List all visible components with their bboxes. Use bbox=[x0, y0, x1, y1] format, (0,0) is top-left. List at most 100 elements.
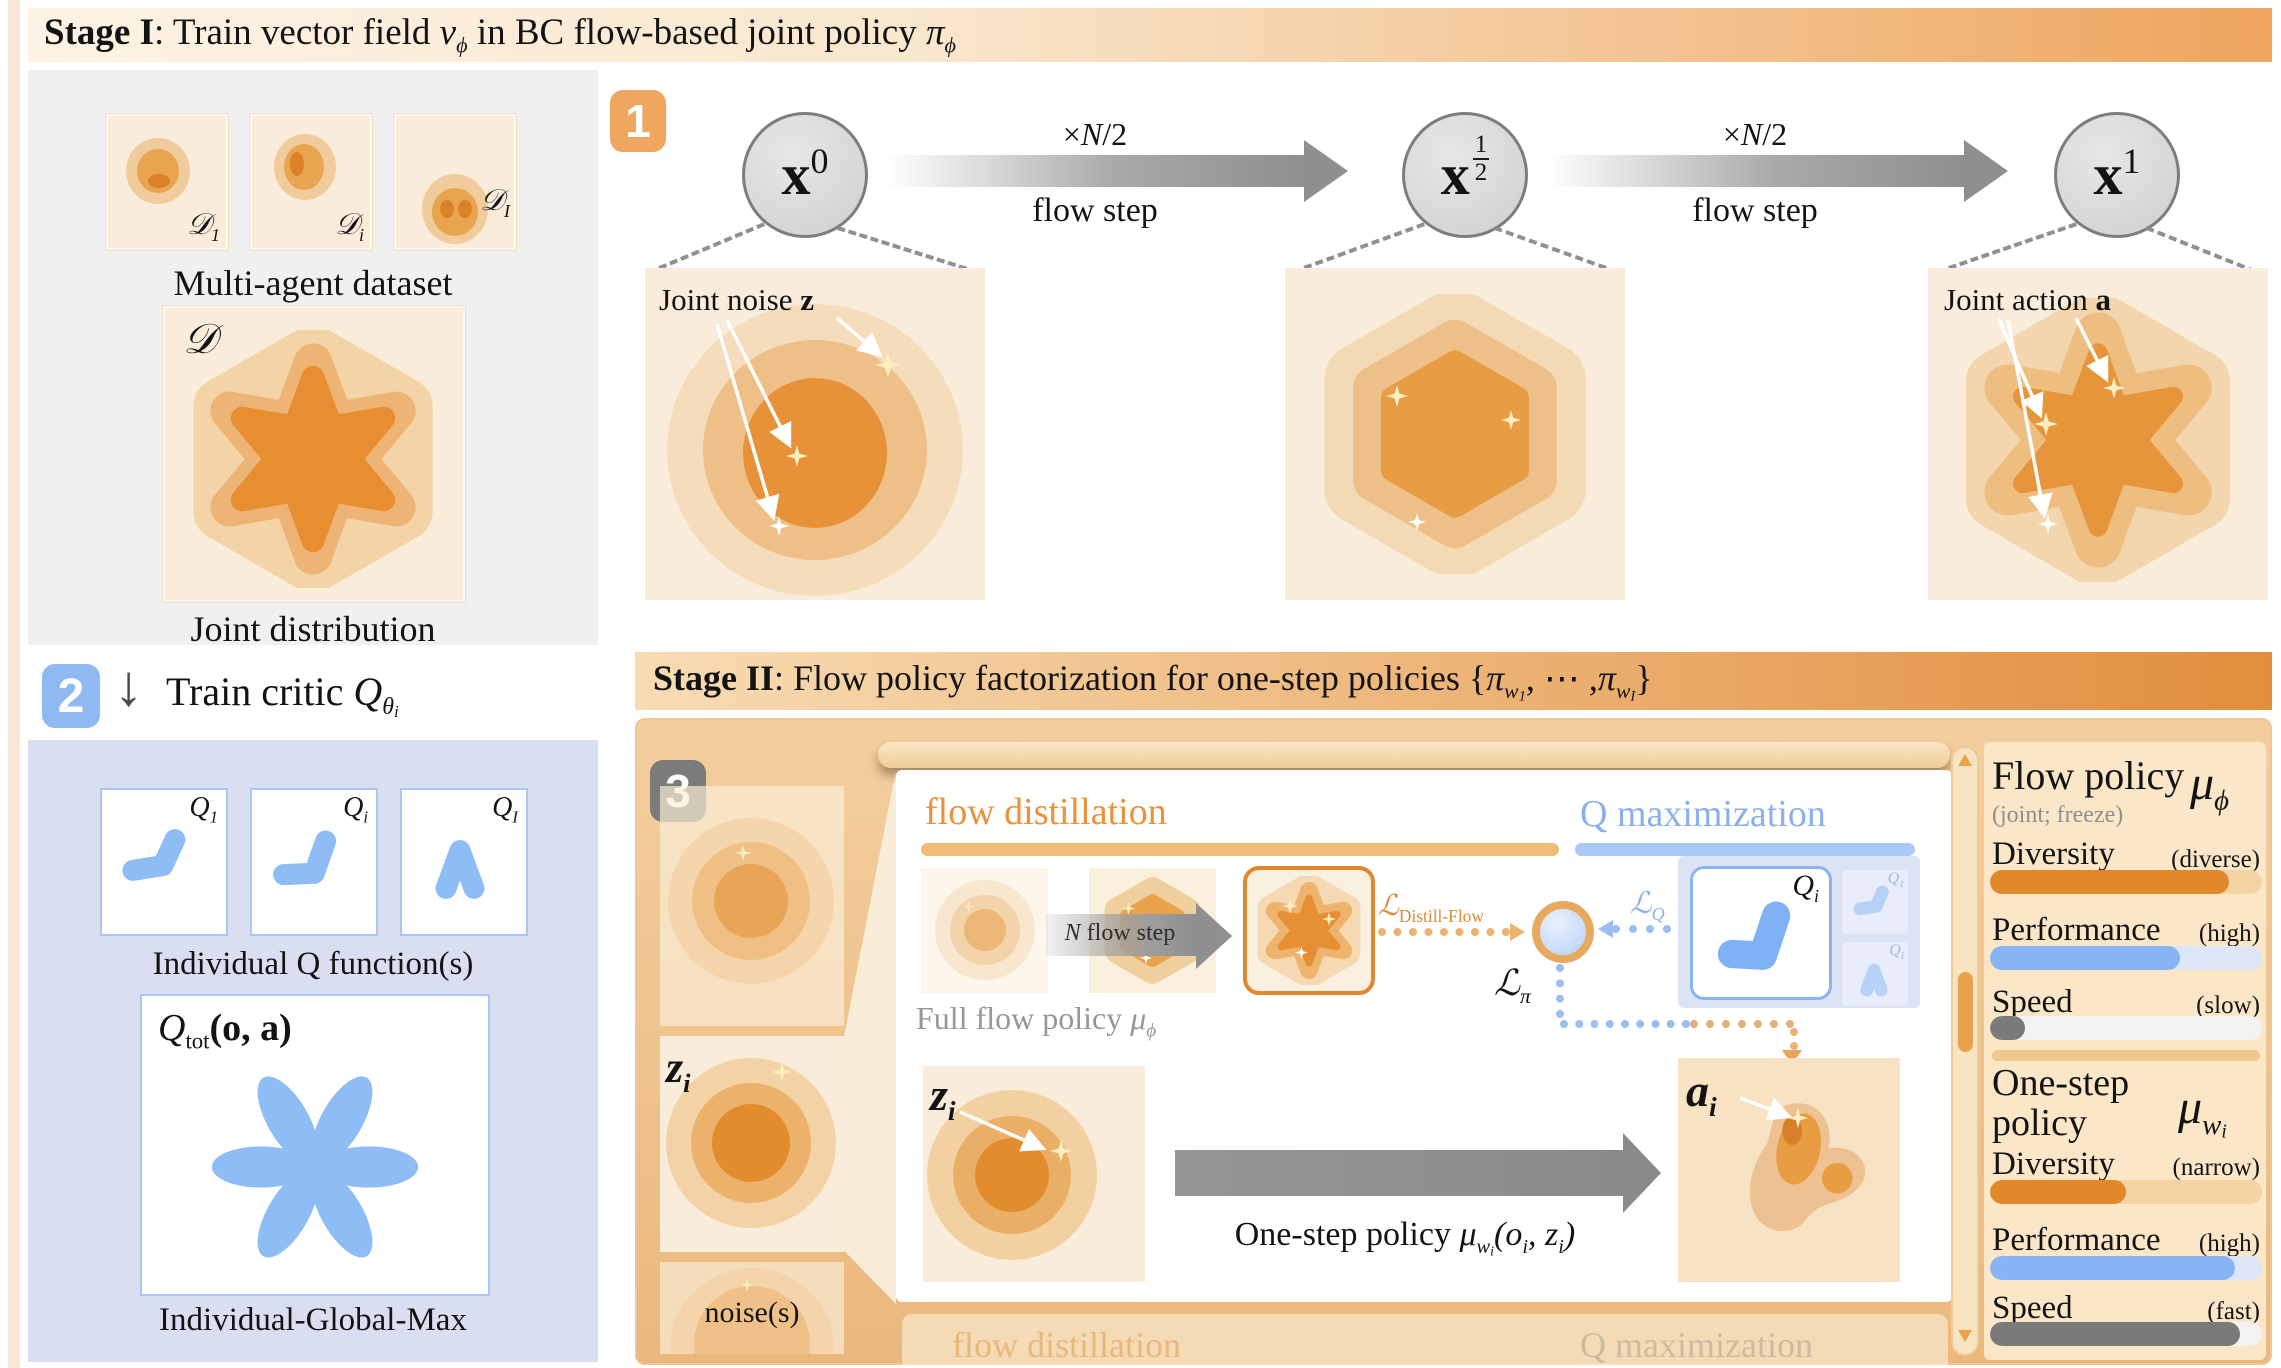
sparkle-icon bbox=[1005, 888, 1016, 899]
loss-pi-dotted-h1 bbox=[1560, 1020, 1690, 1028]
diversity-bar bbox=[1990, 870, 2262, 894]
joint-distribution-caption: Joint distribution bbox=[190, 609, 436, 649]
loss-q-arrowhead-icon bbox=[1598, 920, 1613, 938]
diversity-bar bbox=[1990, 1180, 2262, 1204]
qtot-label: Qtot(o, a) bbox=[158, 1007, 292, 1054]
connector-line bbox=[836, 226, 979, 275]
noise-caption: noise(s) bbox=[704, 1296, 800, 1329]
qi-blob-icon bbox=[1717, 901, 1791, 970]
diversity-bar-fill bbox=[1990, 870, 2230, 894]
dataset-box-label: 𝒟1 bbox=[187, 208, 220, 245]
loss-pi-dotted-h2 bbox=[1690, 1020, 1794, 1028]
window-top-sheet bbox=[878, 742, 1950, 768]
igm-caption: Individual-Global-Max bbox=[159, 1302, 467, 1338]
joint-action-label: Joint action a bbox=[1944, 282, 2112, 317]
ai-box bbox=[1678, 1058, 1900, 1282]
joint-noise-label: Joint noise z bbox=[659, 282, 814, 317]
train-critic-title: Train critic Qθi bbox=[166, 669, 399, 721]
connector-line bbox=[2145, 226, 2257, 274]
qtot-box: Qtot(o, a) bbox=[140, 994, 490, 1296]
qI-mini-blob-icon bbox=[1860, 963, 1888, 997]
flow-arrow-2-label-top: ×N/2 bbox=[1722, 116, 1788, 152]
dataset-box-label: 𝒟I bbox=[480, 184, 510, 221]
q-box-label: QI bbox=[492, 792, 518, 827]
noise-stack-box-1 bbox=[660, 786, 844, 1026]
loss-pi-dotted-v2 bbox=[1790, 1028, 1798, 1050]
one-step-arrow bbox=[1175, 1150, 1623, 1196]
step-badge-2: 2 bbox=[42, 664, 100, 728]
scrollbar-thumb[interactable] bbox=[1958, 972, 1973, 1052]
metric-tag: (slow) bbox=[2196, 992, 2260, 1019]
flow-arrow-1-head-icon bbox=[1304, 140, 1348, 202]
flow-policy-note: (joint; freeze) bbox=[1992, 802, 2124, 828]
q-blob-icon bbox=[122, 829, 186, 881]
connector-line bbox=[658, 222, 765, 270]
stage1-banner: Stage I: Train vector field vϕ in BC flo… bbox=[28, 8, 2272, 62]
distilled-star-box bbox=[1243, 866, 1375, 995]
action-annotation-arrows-icon bbox=[1996, 317, 2109, 519]
connector-line bbox=[1303, 222, 1425, 270]
qi-box: Qi bbox=[1690, 866, 1832, 1000]
scroll-up-icon[interactable] bbox=[1958, 754, 1972, 766]
q-maximization-header: Q maximization bbox=[1580, 793, 1826, 835]
noise-stack-box-3 bbox=[660, 1262, 844, 1354]
q-box-label: Qi bbox=[343, 792, 368, 827]
performance-bar-fill bbox=[1990, 1256, 2235, 1280]
loss-distill-dotted-arrow bbox=[1378, 928, 1510, 936]
flow-arrow-2-head-icon bbox=[1964, 140, 2008, 202]
qI-mini-label: QI bbox=[1889, 942, 1904, 963]
edge-strip bbox=[8, 0, 20, 1368]
noise-stack-zi-label: zi bbox=[666, 1043, 691, 1098]
flow-policy-symbol: μϕ bbox=[2190, 757, 2229, 817]
hexagon-distribution-icon bbox=[1324, 294, 1586, 574]
q-blob-icon bbox=[435, 840, 485, 899]
q-blob-icon bbox=[273, 830, 337, 886]
q1-mini-label: Q1 bbox=[1887, 870, 1904, 891]
diversity-bar-fill bbox=[1990, 1180, 2126, 1204]
loss-q-label: ℒQ bbox=[1630, 887, 1665, 924]
loss-pi-label: ℒπ bbox=[1494, 963, 1531, 1009]
qI-mini-box: QI bbox=[1842, 942, 1908, 1006]
zi-annotation-arrow-icon bbox=[959, 1110, 1047, 1152]
one-step-arrow-head-icon bbox=[1623, 1133, 1661, 1213]
nflow-arrow bbox=[1046, 914, 1196, 956]
metric-tag: (high) bbox=[2198, 920, 2260, 947]
ai-label: ai bbox=[1686, 1065, 1717, 1123]
flow-arrow-1-label-bottom: flow step bbox=[1032, 192, 1158, 229]
q-box-I: QI bbox=[400, 788, 528, 936]
metric-tag: (high) bbox=[2198, 1230, 2260, 1257]
metric-tag: (diverse) bbox=[2171, 846, 2260, 873]
next-card-header-right: Q maximization bbox=[1580, 1325, 1813, 1365]
next-card-header-left: flow distillation bbox=[952, 1325, 1181, 1365]
mini-gaussian-box bbox=[921, 868, 1048, 993]
metric-label: Speed bbox=[1992, 984, 2073, 1020]
loss-distill-arrowhead-icon bbox=[1510, 923, 1525, 941]
dataset-box-I: 𝒟I bbox=[394, 114, 516, 250]
q1-mini-blob-icon bbox=[1853, 885, 1889, 916]
loss-distill-label: ℒDistill-Flow bbox=[1378, 890, 1484, 926]
loss-pi-dotted-v bbox=[1556, 964, 1564, 1018]
arrow-down-icon: ↓ bbox=[114, 653, 143, 718]
ai-blob-icon bbox=[1749, 1103, 1866, 1232]
connector-line bbox=[1493, 226, 1619, 274]
loss-node bbox=[1532, 901, 1594, 963]
scroll-down-icon[interactable] bbox=[1958, 1330, 1972, 1342]
performance-bar bbox=[1990, 946, 2262, 970]
one-step-caption: One-step policy μwi(oi, zi) bbox=[1234, 1216, 1576, 1260]
dataset-box-i: 𝒟i bbox=[250, 114, 372, 250]
q-box-1: Q1 bbox=[100, 788, 228, 936]
metric-label: Diversity bbox=[1992, 1146, 2115, 1182]
sidebar-divider bbox=[1992, 1050, 2260, 1061]
flow-distillation-header: flow distillation bbox=[925, 791, 1167, 833]
joint-noise-box: Joint noise z bbox=[645, 268, 985, 600]
qi-box-label: Qi bbox=[1792, 869, 1819, 906]
metric-label: Performance bbox=[1992, 1222, 2161, 1258]
speed-bar-fill bbox=[1990, 1322, 2241, 1346]
q-maximization-underline bbox=[1575, 843, 1915, 856]
speed-bar bbox=[1990, 1322, 2262, 1346]
